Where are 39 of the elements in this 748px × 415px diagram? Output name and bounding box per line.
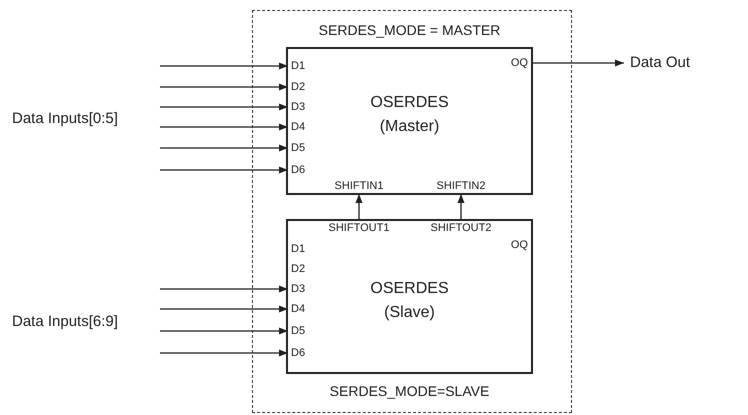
bus-label: Data Inputs[6:9] <box>12 313 118 330</box>
pin-label: SHIFTOUT2 <box>417 221 505 236</box>
arrow <box>160 124 288 130</box>
pin-label: D4 <box>288 302 306 316</box>
mode-label: SERDES_MODE = MASTER <box>318 22 502 38</box>
arrow <box>160 286 288 292</box>
pin-label: D3 <box>288 100 306 114</box>
pin-label: SHIFTIN1 <box>322 179 396 194</box>
pin-label: SHIFTIN2 <box>424 179 498 194</box>
arrow <box>160 328 288 334</box>
arrow <box>160 306 288 312</box>
arrow <box>160 84 288 90</box>
pin-label: D6 <box>288 163 306 177</box>
arrow <box>160 62 288 70</box>
pin-label: D2 <box>288 80 306 94</box>
pin-label: D5 <box>288 324 306 338</box>
pin-label: D3 <box>288 282 306 296</box>
arrow <box>160 350 288 356</box>
pin-label: D1 <box>288 242 306 256</box>
arrow <box>160 144 288 152</box>
pin-label: D4 <box>288 120 306 134</box>
output-label: Data Out <box>624 54 690 72</box>
arrow <box>160 166 288 174</box>
block-title: OSERDES (Slave) <box>369 279 450 323</box>
arrow <box>160 104 288 110</box>
arrow <box>356 194 362 221</box>
pin-label: D5 <box>288 141 306 155</box>
arrow <box>531 60 624 66</box>
pin-label: D6 <box>288 346 306 360</box>
pin-label: OQ <box>494 238 531 252</box>
block-title: OSERDES (Master) <box>369 93 450 137</box>
pin-label: SHIFTOUT1 <box>322 221 396 236</box>
dashed-boundary <box>252 10 572 413</box>
mode-label: SERDES_MODE=SLAVE <box>328 383 490 399</box>
arrow <box>458 194 464 221</box>
pin-label: D2 <box>288 262 306 276</box>
pin-label: D1 <box>288 59 306 73</box>
bus-label: Data Inputs[0:5] <box>12 110 118 127</box>
pin-label: OQ <box>500 56 531 70</box>
